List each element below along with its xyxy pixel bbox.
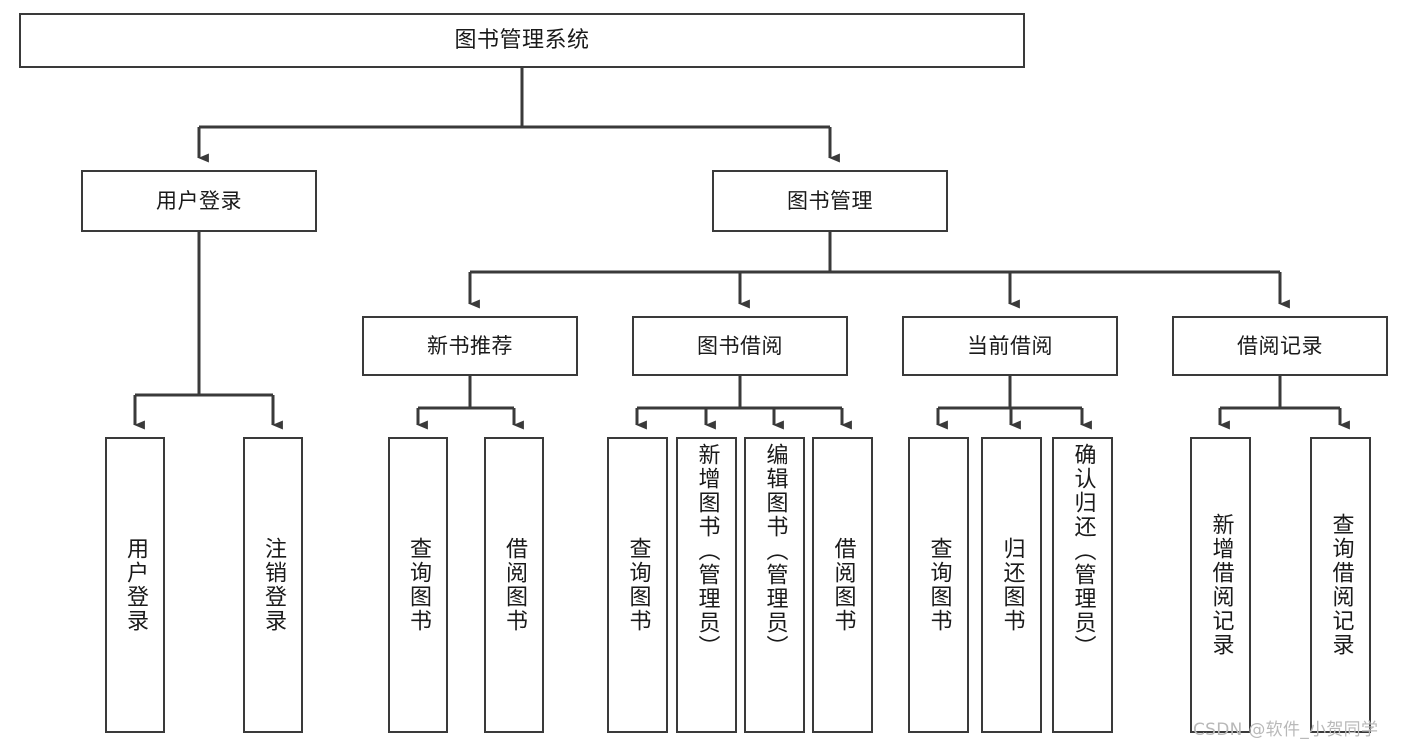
node-label: 归还图书 xyxy=(999,537,1025,633)
node-label: 查询图书 xyxy=(406,537,431,633)
node-label: 借阅图书 xyxy=(502,537,527,633)
node-label: 新增图书（管理员） xyxy=(694,443,720,659)
leaf-borrow-book-recommendation[interactable]: 借阅图书 xyxy=(484,437,544,733)
leaf-borrow-book-borrowing[interactable]: 借阅图书 xyxy=(812,437,873,733)
leaf-query-book-current[interactable]: 查询图书 xyxy=(908,437,969,733)
leaf-edit-book-admin[interactable]: 编辑图书（管理员） xyxy=(744,437,805,733)
node-label: 新书推荐 xyxy=(427,333,513,358)
node-user-login[interactable]: 用户登录 xyxy=(81,170,317,232)
node-new-book-recommendation[interactable]: 新书推荐 xyxy=(362,316,578,376)
node-label: 用户登录 xyxy=(156,188,242,213)
node-label: 确认归还（管理员） xyxy=(1070,443,1096,659)
csdn-watermark: CSDN @软件_小贺同学 xyxy=(1193,720,1379,740)
node-book-borrowing[interactable]: 图书借阅 xyxy=(632,316,848,376)
node-book-management[interactable]: 图书管理 xyxy=(712,170,948,232)
leaf-add-borrow-record[interactable]: 新增借阅记录 xyxy=(1190,437,1251,733)
leaf-query-book-borrowing[interactable]: 查询图书 xyxy=(607,437,668,733)
node-label: 借阅记录 xyxy=(1237,333,1323,358)
leaf-query-borrow-record[interactable]: 查询借阅记录 xyxy=(1310,437,1371,733)
node-borrowing-record[interactable]: 借阅记录 xyxy=(1172,316,1388,376)
leaf-user-login[interactable]: 用户登录 xyxy=(105,437,165,733)
node-current-borrowing[interactable]: 当前借阅 xyxy=(902,316,1118,376)
node-label: 借阅图书 xyxy=(830,537,856,633)
leaf-logout[interactable]: 注销登录 xyxy=(243,437,303,733)
node-label: 图书借阅 xyxy=(697,333,783,358)
leaf-return-book[interactable]: 归还图书 xyxy=(981,437,1042,733)
node-label: 查询借阅记录 xyxy=(1328,513,1354,657)
leaf-query-book-recommendation[interactable]: 查询图书 xyxy=(388,437,448,733)
node-label: 注销登录 xyxy=(261,537,286,633)
node-root-library-system[interactable]: 图书管理系统 xyxy=(19,13,1025,68)
node-label: 新增借阅记录 xyxy=(1208,513,1234,657)
node-label: 用户登录 xyxy=(123,537,148,633)
node-label: 查询图书 xyxy=(625,537,651,633)
leaf-add-book-admin[interactable]: 新增图书（管理员） xyxy=(676,437,737,733)
node-label: 当前借阅 xyxy=(967,333,1053,358)
node-label: 图书管理系统 xyxy=(454,27,590,53)
leaf-confirm-return-admin[interactable]: 确认归还（管理员） xyxy=(1052,437,1113,733)
node-label: 图书管理 xyxy=(787,188,873,213)
node-label: 查询图书 xyxy=(926,537,952,633)
node-label: 编辑图书（管理员） xyxy=(762,443,788,659)
